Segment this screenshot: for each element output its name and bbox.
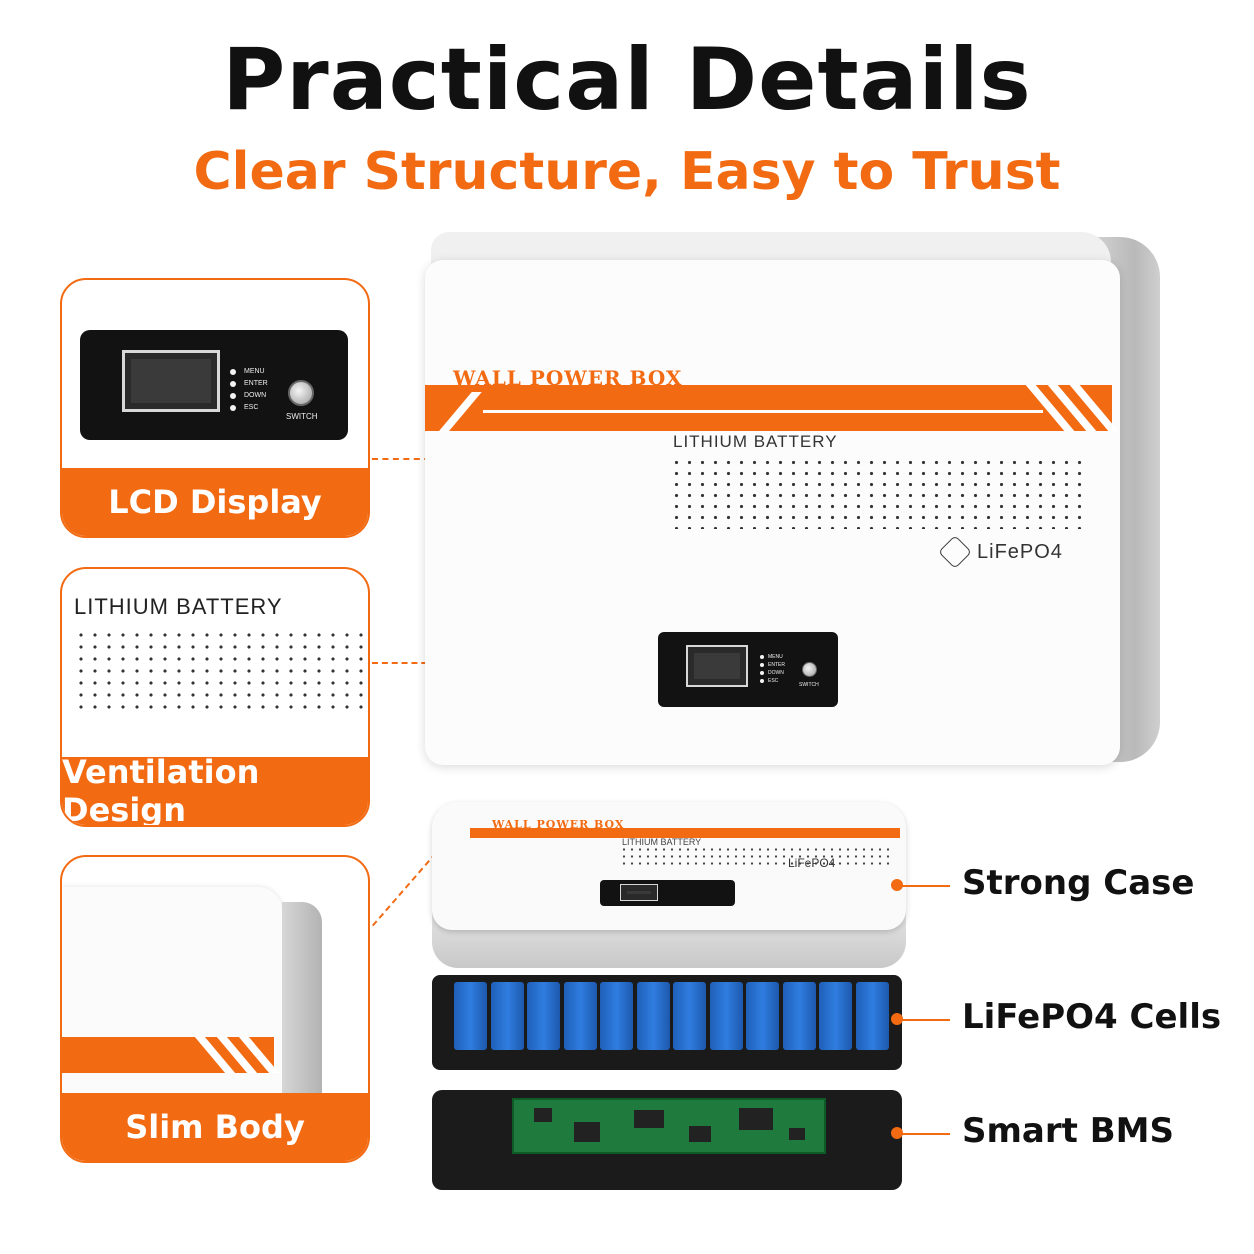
battery-cell (636, 982, 670, 1050)
battery-cell (600, 982, 633, 1050)
callout-label: LCD Display (62, 468, 368, 536)
battery-cell (782, 982, 816, 1050)
battery-cell (709, 982, 743, 1050)
orange-stripe (425, 385, 1112, 431)
part-label-strong-case: Strong Case (962, 863, 1195, 903)
vent-holes (670, 457, 1090, 529)
button-esc: ESC (230, 404, 258, 411)
button-enter: ENTER (230, 380, 268, 387)
battery-cell (454, 982, 487, 1050)
wall-battery-device: WALL POWER BOX LITHIUM BATTERY LiFePO4 M… (425, 232, 1160, 767)
page-subtitle: Clear Structure, Easy to Trust (193, 142, 1061, 202)
battery-cell (563, 982, 597, 1050)
part-label-lifepo4-cells: LiFePO4 Cells (962, 997, 1222, 1037)
page-title: Practical Details (222, 30, 1032, 130)
button-down: DOWN (230, 392, 266, 399)
switch-knob-icon (802, 662, 817, 677)
battery-cell (819, 982, 852, 1050)
battery-label: LITHIUM BATTERY (673, 432, 838, 451)
part-label-smart-bms: Smart BMS (962, 1111, 1174, 1151)
bms-circuit-board (512, 1098, 826, 1154)
battery-cell (527, 982, 560, 1050)
lcd-control-panel: MENU ENTER DOWN ESC SWITCH (658, 632, 838, 707)
battery-label: LITHIUM BATTERY (74, 594, 283, 619)
switch-label: SWITCH (286, 412, 318, 421)
callout-slim-body: Slim Body (60, 855, 370, 1163)
case-side (282, 902, 322, 1102)
switch-knob-icon (288, 380, 314, 406)
battery-cell (746, 982, 779, 1050)
callout-label: Slim Body (62, 1093, 368, 1161)
callout-ventilation: LITHIUM BATTERY Ventilation Design (60, 567, 370, 827)
lcd-screen (122, 350, 220, 412)
chemistry-badge: LiFePO4 (938, 535, 1063, 569)
lcd-control-panel: MENU ENTER DOWN ESC SWITCH (80, 330, 348, 440)
vent-holes (74, 629, 368, 717)
callout-label: Ventilation Design (62, 753, 368, 825)
lcd-control-panel (600, 880, 735, 906)
battery-cell (855, 982, 889, 1050)
button-menu: MENU (230, 368, 265, 375)
lcd-screen (686, 645, 748, 687)
hexagon-logo-icon (938, 535, 972, 569)
battery-cell (490, 982, 524, 1050)
battery-cell (673, 982, 706, 1050)
callout-lcd-display: MENU ENTER DOWN ESC SWITCH LCD Display (60, 278, 370, 538)
